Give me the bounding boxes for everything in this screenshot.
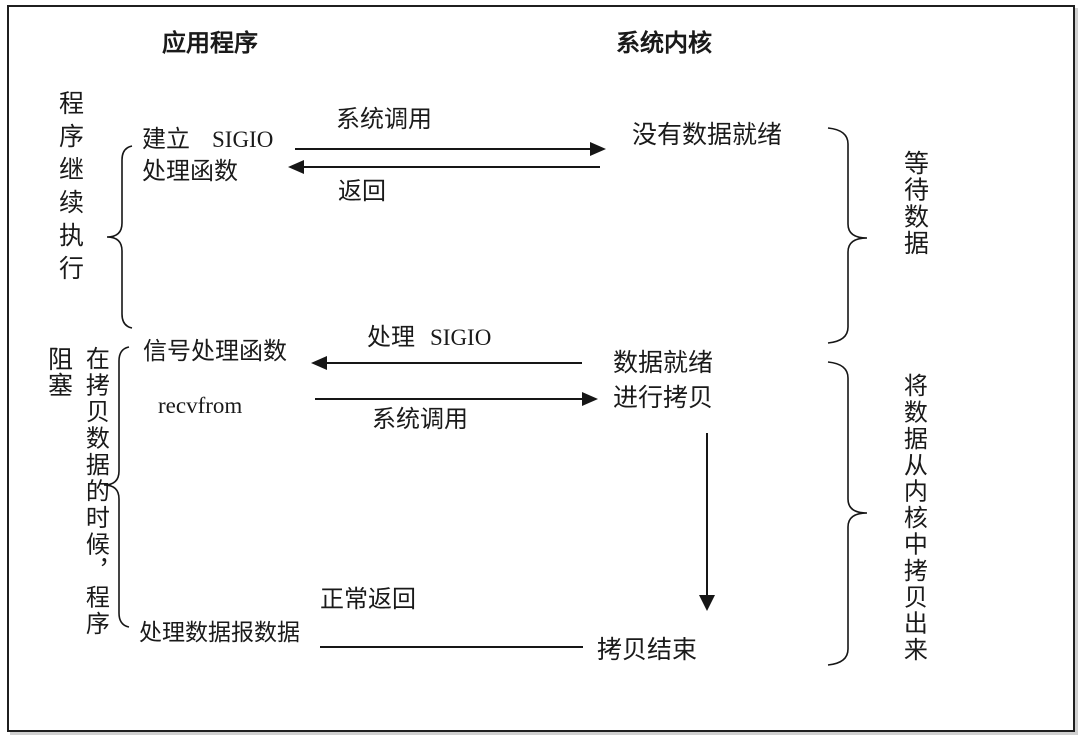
label-syscall-mid: 系统调用: [372, 406, 468, 433]
node-establish-latin: SIGIO: [212, 127, 274, 152]
node-do-copy: 进行拷贝: [613, 384, 714, 412]
arrow-return-top-line: [304, 166, 600, 168]
label-program-continues: 程序继续执行: [55, 90, 84, 288]
label-normal-return: 正常返回: [320, 586, 416, 613]
arrow-copy-line: [706, 433, 708, 596]
node-establish-line2: 处理函数: [142, 158, 238, 185]
arrow-handle-sigio-head-icon: [311, 356, 327, 370]
diagram-border: [7, 5, 1075, 732]
header-application: 应用程序: [162, 30, 258, 57]
arrow-syscall-top-head-icon: [590, 142, 606, 156]
right-brace-bottom: [827, 361, 868, 666]
left-brace-top: [106, 145, 133, 329]
label-blocked: 阻塞: [44, 346, 73, 398]
label-wait-data: 等待数据: [900, 150, 929, 257]
label-return-top: 返回: [338, 178, 386, 205]
node-recvfrom: recvfrom: [158, 393, 243, 418]
label-handle-cjk: 处理: [367, 324, 415, 351]
label-handle-latin: SIGIO: [430, 325, 492, 350]
node-data-ready: 数据就绪: [613, 349, 714, 377]
left-brace-bottom: [103, 346, 130, 628]
node-process-datagram: 处理数据报数据: [139, 619, 300, 645]
arrow-syscall-mid-head-icon: [582, 392, 598, 406]
right-brace-top: [827, 127, 868, 344]
node-establish-sigio: 建立 SIGIO: [142, 126, 273, 154]
line-normal-return: [320, 646, 583, 648]
label-copy-from-kernel: 将数据从内核中拷贝出来: [899, 373, 927, 664]
node-signal-handler: 信号处理函数: [143, 338, 287, 365]
arrow-copy-head-icon: [699, 595, 715, 611]
arrow-handle-sigio-line: [327, 362, 582, 364]
header-kernel: 系统内核: [616, 30, 712, 57]
label-handle-sigio: 处理 SIGIO: [367, 324, 491, 352]
node-no-data-ready: 没有数据就绪: [632, 121, 783, 149]
node-establish-cjk: 建立: [142, 126, 190, 153]
label-syscall-top: 系统调用: [336, 106, 432, 133]
node-copy-done: 拷贝结束: [597, 636, 698, 664]
arrow-return-top-head-icon: [288, 160, 304, 174]
label-during-copy: 在拷贝数据的时候，程序: [81, 346, 109, 638]
arrow-syscall-mid-line: [315, 398, 583, 400]
arrow-syscall-top-line: [295, 148, 591, 150]
